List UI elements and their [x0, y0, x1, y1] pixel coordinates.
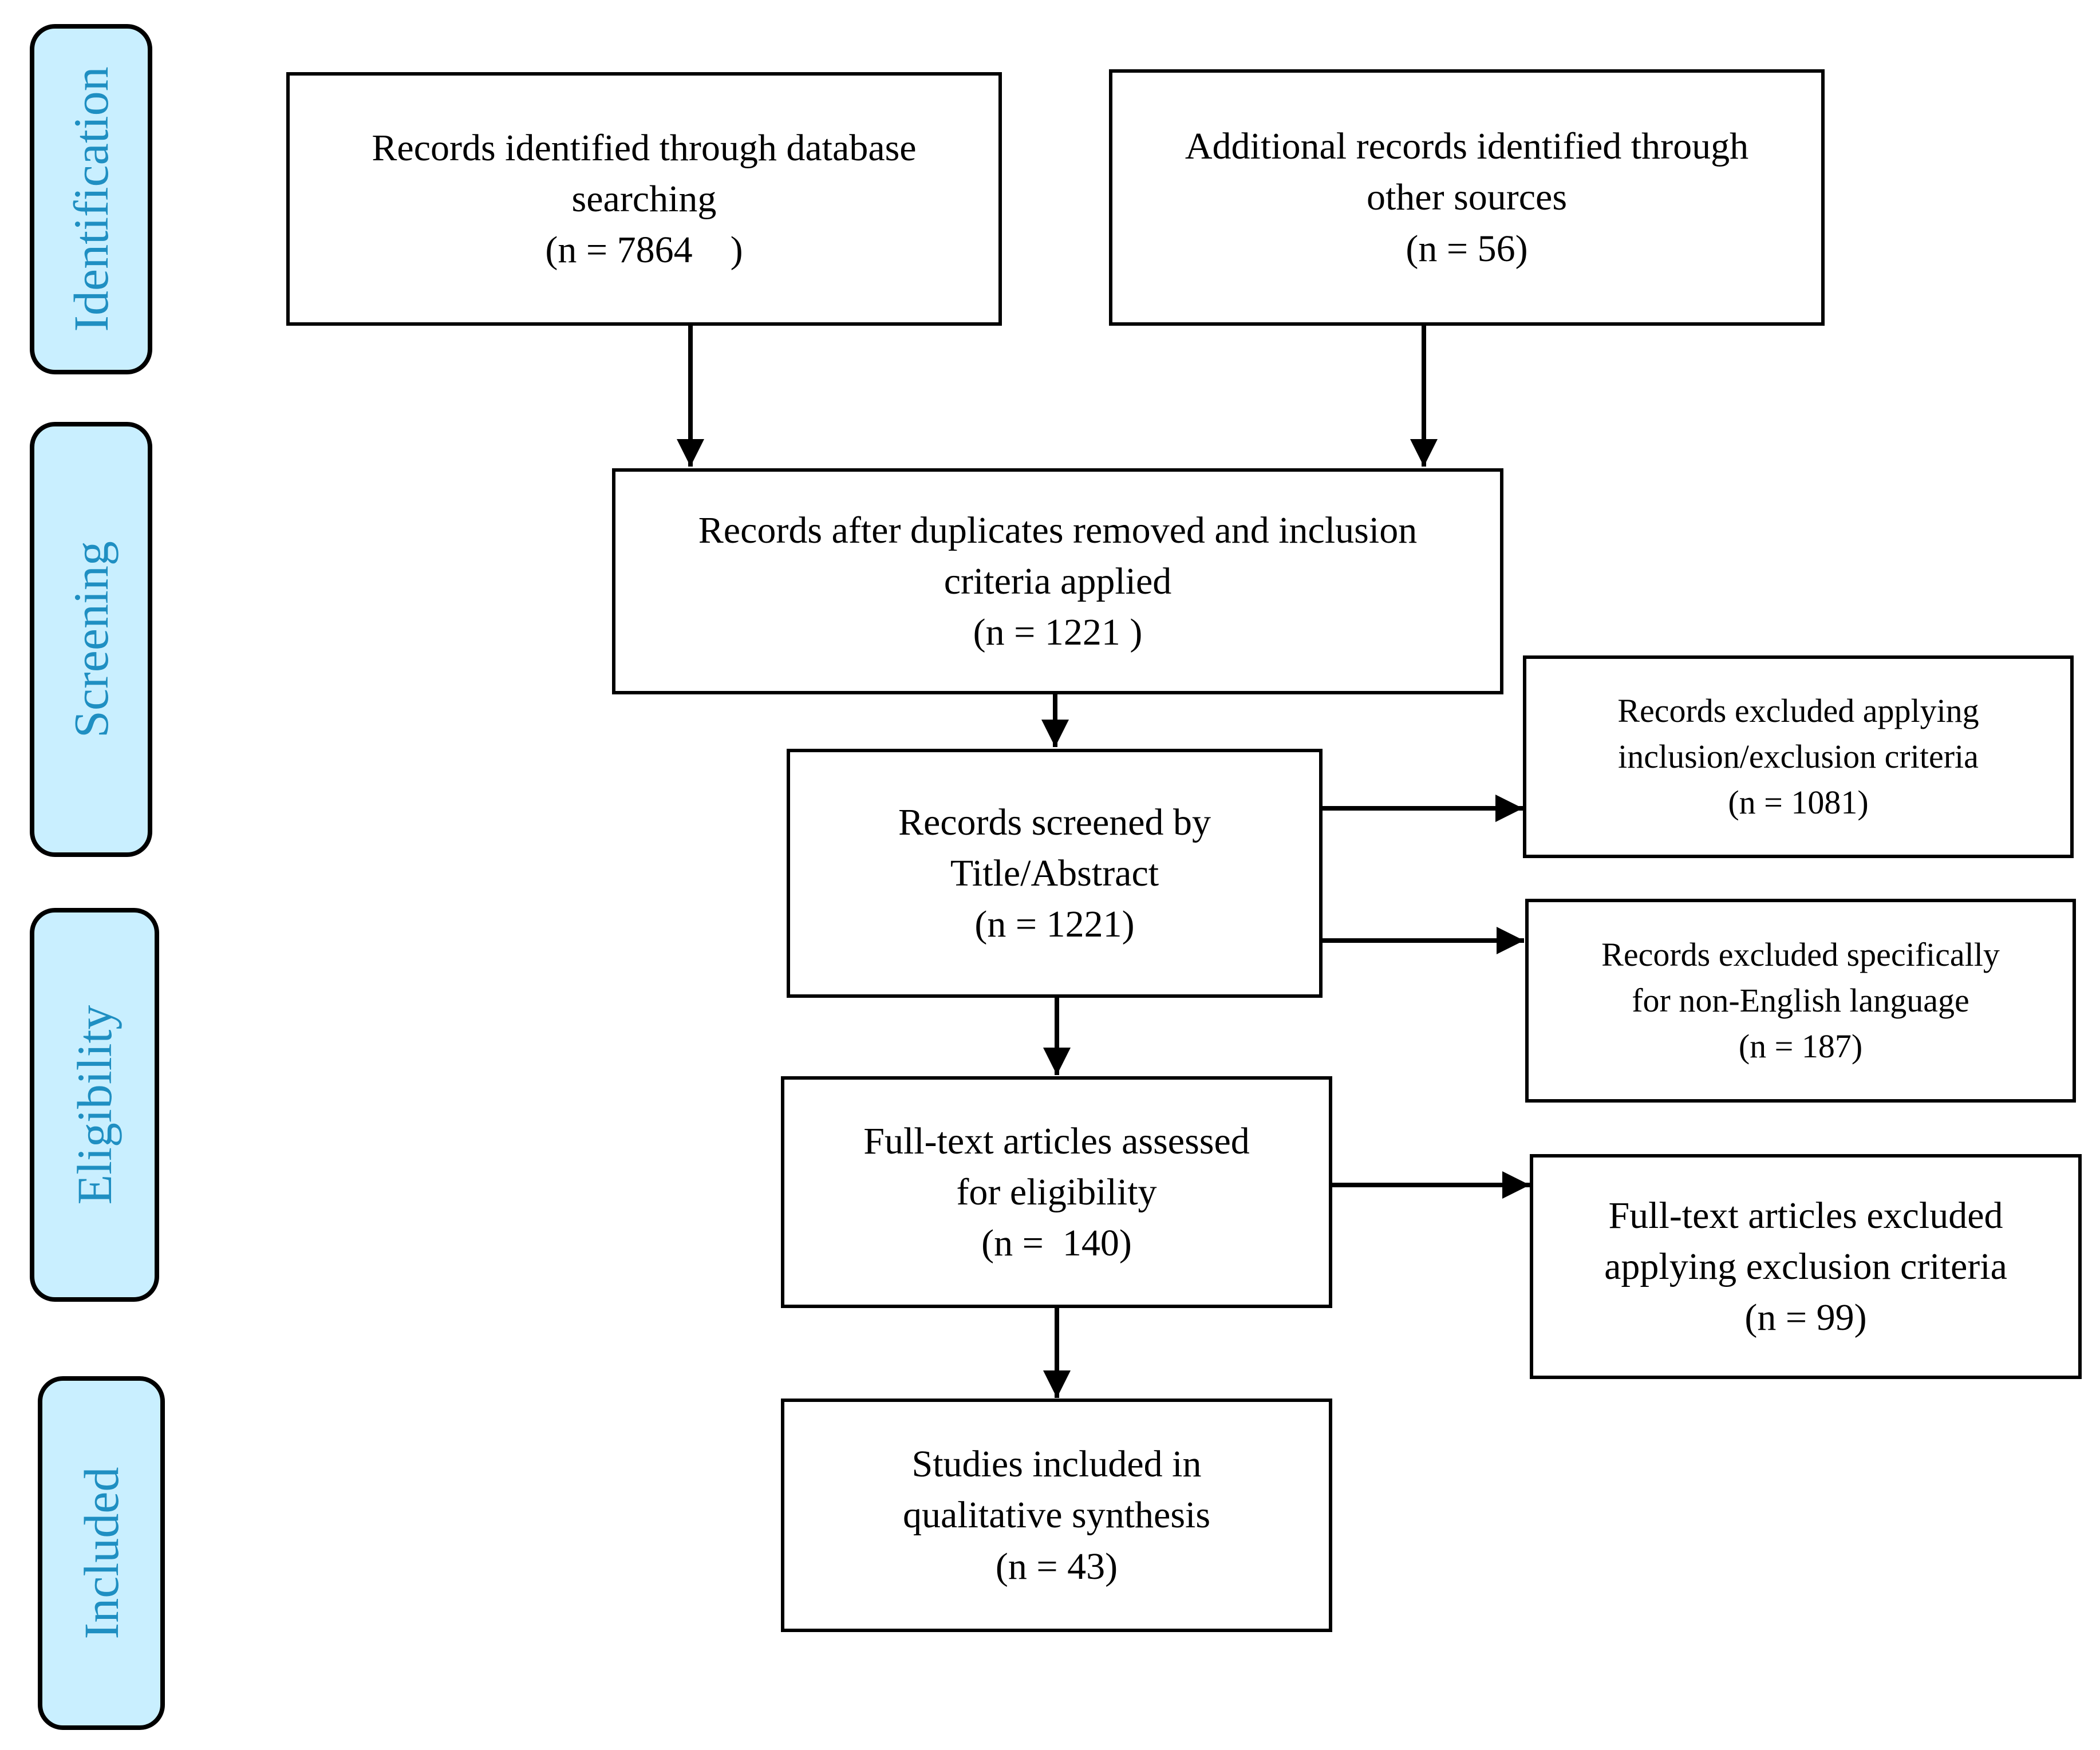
box-fulltext-excluded: Full-text articles excluded applying exc…	[1530, 1154, 2082, 1379]
box-excluded-language-line2: for non-English language	[1632, 981, 1969, 1019]
box-fulltext-excluded-count: (n = 99)	[1744, 1297, 1867, 1339]
box-fulltext-excluded-line2: applying exclusion criteria	[1604, 1245, 2007, 1287]
box-screened-line1: Records screened by	[898, 801, 1211, 843]
phase-eligibility: Eligibility	[30, 908, 159, 1302]
box-excluded-criteria: Records excluded applying inclusion/excl…	[1523, 655, 2074, 858]
box-excluded-language-count: (n = 187)	[1738, 1028, 1863, 1065]
box-studies-included: Studies included in qualitative synthesi…	[781, 1399, 1332, 1632]
box-database-records-count: (n = 7864 )	[545, 229, 743, 271]
box-screened-count: (n = 1221)	[974, 903, 1135, 946]
box-other-sources-line1: Additional records identified through	[1185, 125, 1749, 168]
box-after-duplicates: Records after duplicates removed and inc…	[612, 468, 1503, 694]
box-screened-line2: Title/Abstract	[950, 852, 1159, 894]
box-excluded-criteria-line2: inclusion/exclusion criteria	[1618, 737, 1979, 775]
box-database-records-line2: searching	[571, 177, 717, 220]
box-studies-included-line1: Studies included in	[911, 1443, 1202, 1486]
box-excluded-language: Records excluded specifically for non-En…	[1525, 899, 2076, 1103]
box-excluded-criteria-line1: Records excluded applying	[1617, 692, 1979, 729]
box-fulltext-assessed-count: (n = 140)	[981, 1222, 1132, 1265]
box-other-sources-count: (n = 56)	[1406, 227, 1528, 270]
box-after-duplicates-count: (n = 1221 )	[973, 611, 1143, 654]
box-after-duplicates-line1: Records after duplicates removed and inc…	[698, 509, 1418, 551]
box-fulltext-assessed-line1: Full-text articles assessed	[863, 1120, 1250, 1162]
box-fulltext-excluded-line1: Full-text articles excluded	[1608, 1194, 2003, 1237]
box-database-records: Records identified through database sear…	[286, 72, 1002, 326]
box-excluded-language-line1: Records excluded specifically	[1601, 935, 2000, 973]
box-other-sources: Additional records identified through ot…	[1109, 69, 1825, 326]
box-database-records-line1: Records identified through database	[372, 127, 917, 169]
box-excluded-criteria-count: (n = 1081)	[1728, 784, 1869, 821]
box-screened-title-abstract: Records screened by Title/Abstract (n = …	[787, 749, 1323, 998]
phase-identification: Identification	[30, 24, 152, 374]
box-studies-included-line2: qualitative synthesis	[902, 1494, 1211, 1536]
phase-included: Included	[38, 1376, 165, 1730]
box-studies-included-count: (n = 43)	[995, 1545, 1118, 1587]
box-other-sources-line2: other sources	[1366, 176, 1568, 219]
phase-screening: Screening	[30, 422, 152, 857]
box-fulltext-assessed: Full-text articles assessed for eligibil…	[781, 1076, 1332, 1308]
box-after-duplicates-line2: criteria applied	[944, 560, 1172, 602]
box-fulltext-assessed-line2: for eligibility	[956, 1171, 1157, 1213]
